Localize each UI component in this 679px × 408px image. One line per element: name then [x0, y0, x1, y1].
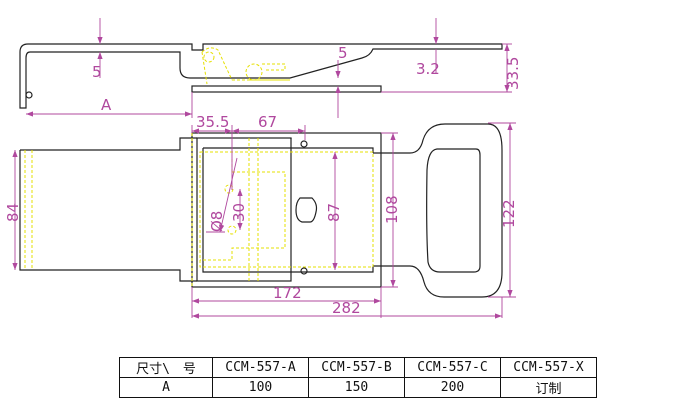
dim-hole-diameter: Ø8 — [208, 211, 226, 232]
dim-87: 87 — [325, 203, 343, 222]
handle — [373, 123, 503, 298]
hidden-pivot — [203, 51, 215, 63]
table-cell: 100 — [212, 377, 309, 398]
plan-view: 84 87 108 122 172 282 35.5 67 Ø8 30 — [4, 113, 518, 319]
table-row: A 100 150 200 订制 — [119, 377, 597, 398]
rivet-bottom — [300, 267, 308, 275]
outer-frame — [191, 132, 382, 288]
side-view: 5 A 5 3.2 33.5 — [19, 18, 522, 118]
header-cell: CCM-557-A — [212, 357, 309, 378]
dim-67: 67 — [258, 113, 277, 131]
dim-84: 84 — [4, 203, 22, 222]
hook-hole — [25, 91, 33, 99]
table-header-row: 尺寸\ 号 CCM-557-A CCM-557-B CCM-557-C CCM-… — [119, 357, 597, 378]
table-cell: 订制 — [500, 377, 597, 398]
slider — [202, 138, 374, 273]
dim-122: 122 — [500, 199, 518, 228]
size-table: 尺寸\ 号 CCM-557-A CCM-557-B CCM-557-C CCM-… — [119, 357, 597, 398]
dim-35-5: 35.5 — [196, 113, 229, 131]
base-plate — [191, 85, 382, 93]
hook-part — [19, 43, 503, 109]
dim-108: 108 — [383, 195, 401, 224]
rivet-top — [300, 140, 308, 148]
hidden-hook — [262, 63, 286, 71]
dim-172: 172 — [273, 284, 302, 302]
dim-gap: 5 — [338, 44, 348, 62]
table-cell: A — [119, 377, 213, 398]
table-cell: 200 — [404, 377, 501, 398]
hidden-pin — [245, 63, 263, 81]
inner-frame — [196, 137, 292, 282]
dim-length-a: A — [101, 96, 112, 114]
header-cell: CCM-557-X — [500, 357, 597, 378]
center-hole — [295, 197, 318, 223]
dim-282: 282 — [332, 299, 361, 317]
dim-thickness-left: 5 — [92, 63, 102, 81]
hook-strip — [19, 137, 197, 282]
dim-30: 30 — [230, 203, 248, 222]
header-cell: CCM-557-B — [308, 357, 405, 378]
table-cell: 150 — [308, 377, 405, 398]
handle-opening — [426, 148, 481, 273]
dim-thickness-right: 3.2 — [416, 60, 440, 78]
hidden-latch-plate — [199, 151, 374, 268]
dim-height: 33.5 — [504, 57, 522, 90]
header-cell: 尺寸\ 号 — [119, 357, 213, 378]
header-cell: CCM-557-C — [404, 357, 501, 378]
